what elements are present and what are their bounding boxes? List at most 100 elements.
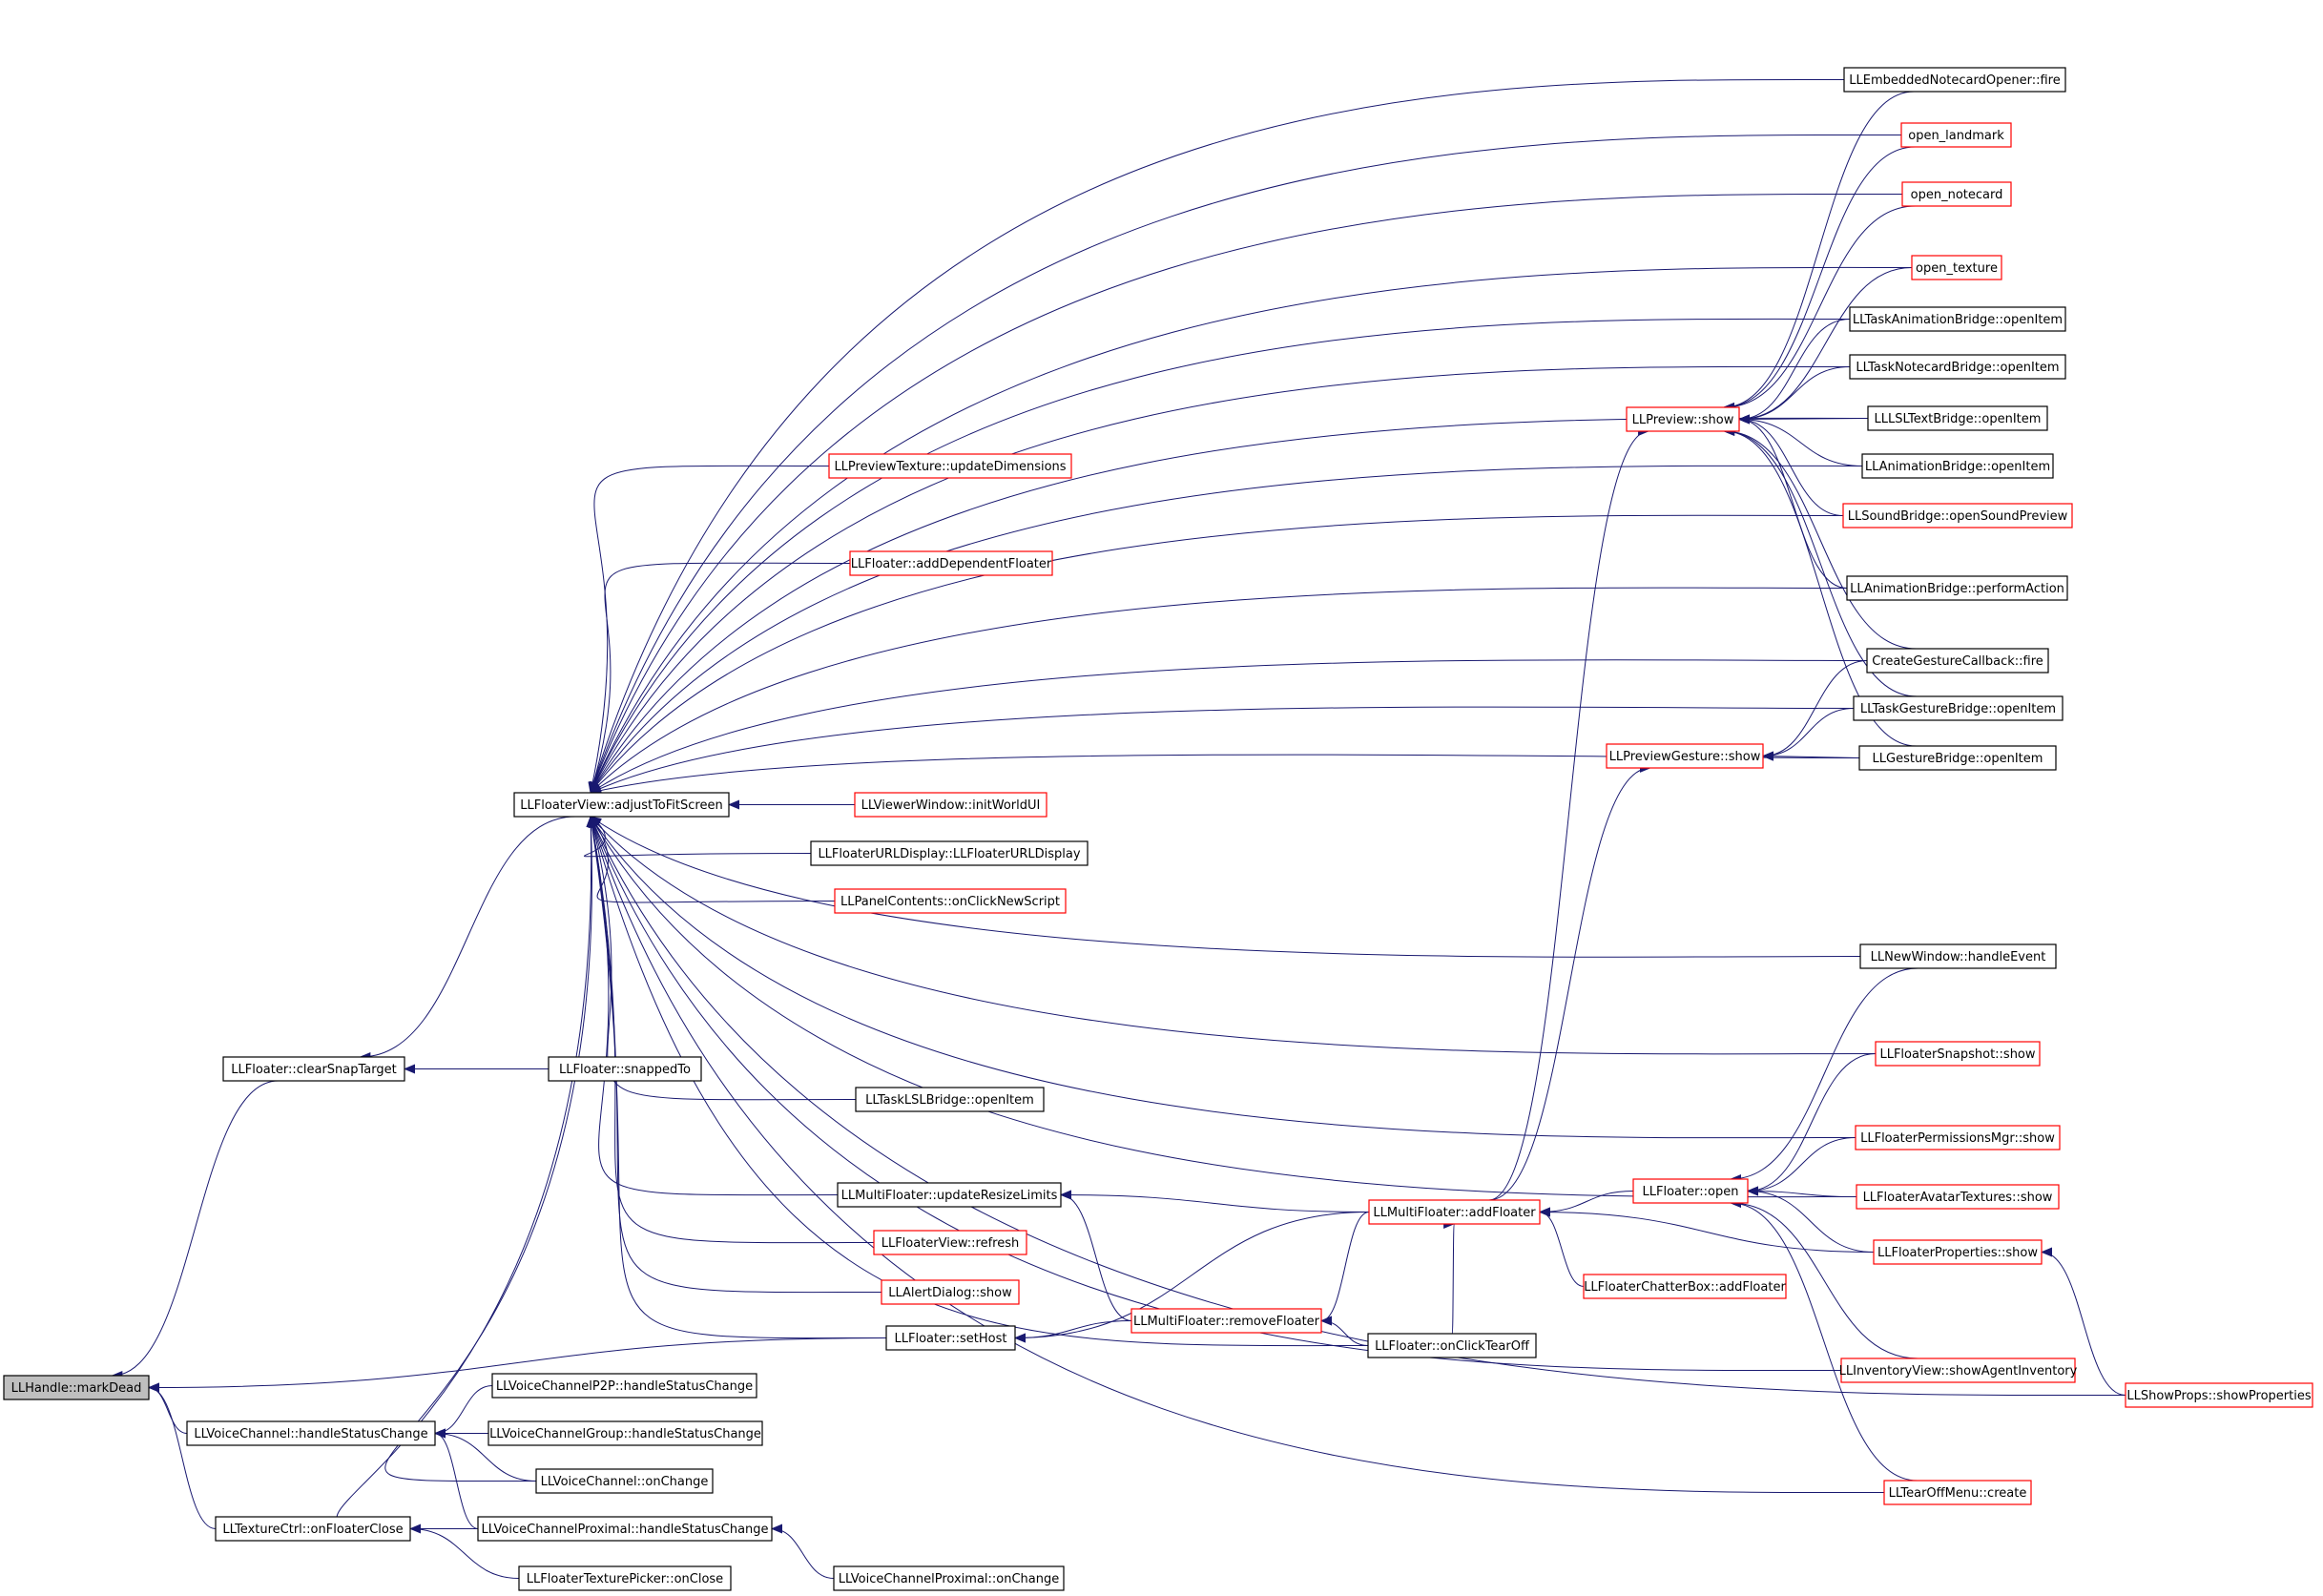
node-llmultifloater-removefloater[interactable]: LLMultiFloater::removeFloater bbox=[1130, 1308, 1322, 1334]
node-llalertdialog-show[interactable]: LLAlertDialog::show bbox=[881, 1279, 1020, 1305]
node-llvoicechannelproximal-onchange[interactable]: LLVoiceChannelProximal::onChange bbox=[833, 1565, 1065, 1591]
node-open-landmark[interactable]: open_landmark bbox=[1900, 122, 2012, 148]
node-box bbox=[1900, 122, 2012, 148]
node-llfloateravatartextures-show[interactable]: LLFloaterAvatarTextures::show bbox=[1856, 1184, 2060, 1210]
node-label: LLVoiceChannel::onChange bbox=[541, 1475, 709, 1489]
node-label: CreateGestureCallback::fire bbox=[1872, 654, 2043, 669]
node-llfloaterproperties-show[interactable]: LLFloaterProperties::show bbox=[1873, 1239, 2043, 1265]
node-llhandle-markdead[interactable]: LLHandle::markDead bbox=[3, 1375, 150, 1400]
node-llsoundbridge-opensoundpreview[interactable]: LLSoundBridge::openSoundPreview bbox=[1842, 503, 2073, 529]
node-box bbox=[810, 840, 1089, 866]
node-llvoicechannelp2p-handlestatuschange[interactable]: LLVoiceChannelP2P::handleStatusChange bbox=[491, 1373, 757, 1399]
node-llfloater-open[interactable]: LLFloater::open bbox=[1632, 1178, 1749, 1204]
node-llpreviewtexture-updatedimensions[interactable]: LLPreviewTexture::updateDimensions bbox=[828, 453, 1072, 479]
node-label: LLTaskLSLBridge::openItem bbox=[865, 1093, 1034, 1108]
node-box bbox=[1367, 1333, 1537, 1358]
node-llviewerwindow-initworldui[interactable]: LLViewerWindow::initWorldUI bbox=[854, 792, 1047, 818]
node-label: LLFloaterView::refresh bbox=[881, 1236, 1020, 1251]
edge-openland-to-adjust bbox=[589, 134, 1902, 794]
node-llanimationbridge-openitem[interactable]: LLAnimationBridge::openItem bbox=[1861, 453, 2054, 479]
node-label: LLHandle::markDead bbox=[11, 1381, 142, 1396]
edge-gestcb-to-preview bbox=[1723, 426, 1917, 650]
edge-newscript-to-adjust bbox=[590, 816, 836, 903]
node-lltasknotecardbridge-openitem[interactable]: LLTaskNotecardBridge::openItem bbox=[1849, 354, 2066, 380]
node-label: LLPanelContents::onClickNewScript bbox=[840, 895, 1060, 909]
node-label: open_landmark bbox=[1908, 129, 2004, 143]
node-label: LLAlertDialog::show bbox=[888, 1286, 1012, 1300]
node-creategesturecallback-fire[interactable]: CreateGestureCallback::fire bbox=[1866, 648, 2049, 674]
node-label: LLFloaterAvatarTextures::show bbox=[1863, 1191, 2053, 1205]
edge-addfl-to-resizelim bbox=[1060, 1190, 1370, 1213]
node-llgesturebridge-openitem[interactable]: LLGestureBridge::openItem bbox=[1858, 745, 2057, 771]
node-llpreview-show[interactable]: LLPreview::show bbox=[1626, 406, 1740, 432]
node-label: LLFloaterPermissionsMgr::show bbox=[1860, 1131, 2055, 1146]
edge-permshow-to-flopen bbox=[1747, 1137, 1856, 1196]
node-llfloaterpermissionsmgr-show[interactable]: LLFloaterPermissionsMgr::show bbox=[1855, 1125, 2061, 1150]
node-box bbox=[1849, 354, 2066, 380]
node-llpreviewgesture-show[interactable]: LLPreviewGesture::show bbox=[1606, 743, 1764, 769]
node-label: LLVoiceChannel::handleStatusChange bbox=[194, 1427, 427, 1441]
node-llfloater-clearsnaptarget[interactable]: LLFloater::clearSnapTarget bbox=[222, 1056, 405, 1082]
node-llfloatertexturepicker-onclose[interactable]: LLFloaterTexturePicker::onClose bbox=[518, 1565, 732, 1591]
node-llfloatersnapshot-show[interactable]: LLFloaterSnapshot::show bbox=[1875, 1041, 2041, 1067]
node-llvoicechannelgroup-handlestatuschange[interactable]: LLVoiceChannelGroup::handleStatusChange bbox=[487, 1420, 763, 1446]
node-box bbox=[186, 1420, 436, 1446]
node-label: LLVoiceChannelProximal::handleStatusChan… bbox=[481, 1523, 768, 1537]
node-llfloaterurldisplay-llfloaterurldisplay[interactable]: LLFloaterURLDisplay::LLFloaterURLDisplay bbox=[810, 840, 1089, 866]
node-label: LLShowProps::showProperties bbox=[2126, 1389, 2311, 1403]
edge-embnote-to-adjust bbox=[589, 78, 1845, 794]
node-label: LLPreview::show bbox=[1632, 413, 1734, 427]
edges bbox=[111, 78, 2126, 1579]
edge-texclose-to-markdead bbox=[148, 1382, 217, 1529]
node-box bbox=[1853, 695, 2064, 721]
node-label: LLFloater::addDependentFloater bbox=[851, 557, 1052, 571]
node-llmultifloater-updateresizelimits[interactable]: LLMultiFloater::updateResizeLimits bbox=[837, 1182, 1062, 1208]
edge-opennote-to-preview bbox=[1723, 205, 1916, 412]
node-box bbox=[2125, 1382, 2313, 1408]
node-label: LLSoundBridge::openSoundPreview bbox=[1848, 509, 2068, 524]
node-llfloater-snappedto[interactable]: LLFloater::snappedTo bbox=[548, 1056, 702, 1082]
node-llvoicechannelproximal-handlestatuschange[interactable]: LLVoiceChannelProximal::handleStatusChan… bbox=[477, 1516, 773, 1542]
node-lltearoffmenu-create[interactable]: LLTearOffMenu::create bbox=[1883, 1480, 2032, 1505]
node-box bbox=[1840, 1358, 2076, 1383]
node-llvoicechannel-onchange[interactable]: LLVoiceChannel::onChange bbox=[535, 1468, 714, 1494]
node-box bbox=[1632, 1178, 1749, 1204]
node-llfloaterview-refresh[interactable]: LLFloaterView::refresh bbox=[873, 1230, 1027, 1255]
edge-avtex-to-flopen bbox=[1747, 1186, 1857, 1197]
node-lltaskanimationbridge-openitem[interactable]: LLTaskAnimationBridge::openItem bbox=[1849, 306, 2066, 332]
node-llembeddednotecardopener-fire[interactable]: LLEmbeddedNotecardOpener::fire bbox=[1843, 67, 2066, 93]
node-llpanelcontents-onclicknewscript[interactable]: LLPanelContents::onClickNewScript bbox=[834, 888, 1067, 914]
node-lllsltextbridge-openitem[interactable]: LLLSLTextBridge::openItem bbox=[1867, 405, 2048, 431]
node-llfloater-adddependentfloater[interactable]: LLFloater::addDependentFloater bbox=[849, 550, 1053, 576]
node-llfloaterchatterbox-addfloater[interactable]: LLFloaterChatterBox::addFloater bbox=[1583, 1274, 1787, 1299]
node-label: LLFloater::clearSnapTarget bbox=[231, 1063, 396, 1077]
node-llvoicechannel-handlestatuschange[interactable]: LLVoiceChannel::handleStatusChange bbox=[186, 1420, 436, 1446]
edge-soundprev-to-adjust bbox=[590, 514, 1844, 794]
edge-snapshow-to-adjust bbox=[590, 816, 1877, 1055]
node-llinventoryview-showagentinventory[interactable]: LLInventoryView::showAgentInventory bbox=[1839, 1358, 2078, 1383]
node-lltaskgesturebridge-openitem[interactable]: LLTaskGestureBridge::openItem bbox=[1853, 695, 2064, 721]
node-box bbox=[487, 1420, 763, 1446]
node-llanimationbridge-performaction[interactable]: LLAnimationBridge::performAction bbox=[1846, 575, 2068, 601]
edge-invshow-to-flopen bbox=[1730, 1198, 1919, 1359]
node-label: LLNewWindow::handleEvent bbox=[1871, 950, 2046, 964]
node-label: LLFloaterView::adjustToFitScreen bbox=[520, 798, 722, 813]
node-open-texture[interactable]: open_texture bbox=[1911, 255, 2002, 280]
node-llfloater-sethost[interactable]: LLFloater::setHost bbox=[885, 1325, 1016, 1351]
node-box bbox=[1866, 648, 2049, 674]
node-llfloater-onclicktearoff[interactable]: LLFloater::onClickTearOff bbox=[1367, 1333, 1537, 1358]
node-open-notecard[interactable]: open_notecard bbox=[1901, 181, 2012, 207]
node-llnewwindow-handleevent[interactable]: LLNewWindow::handleEvent bbox=[1859, 943, 2057, 969]
node-lltasklslbridge-openitem[interactable]: LLTaskLSLBridge::openItem bbox=[855, 1087, 1045, 1112]
edge-vconchange-to-vchandle bbox=[434, 1428, 537, 1482]
edge-prevtexupd-to-adjust bbox=[588, 465, 830, 794]
node-lltexturectrl-onfloaterclose[interactable]: LLTextureCtrl::onFloaterClose bbox=[215, 1516, 411, 1542]
node-box bbox=[1846, 575, 2068, 601]
node-llfloaterview-adjusttofitscreen[interactable]: LLFloaterView::adjustToFitScreen bbox=[513, 792, 730, 818]
node-box bbox=[1368, 1199, 1541, 1225]
node-box bbox=[3, 1375, 150, 1400]
node-llmultifloater-addfloater[interactable]: LLMultiFloater::addFloater bbox=[1368, 1199, 1541, 1225]
node-box bbox=[885, 1325, 1016, 1351]
node-llshowprops-showproperties[interactable]: LLShowProps::showProperties bbox=[2125, 1382, 2313, 1408]
